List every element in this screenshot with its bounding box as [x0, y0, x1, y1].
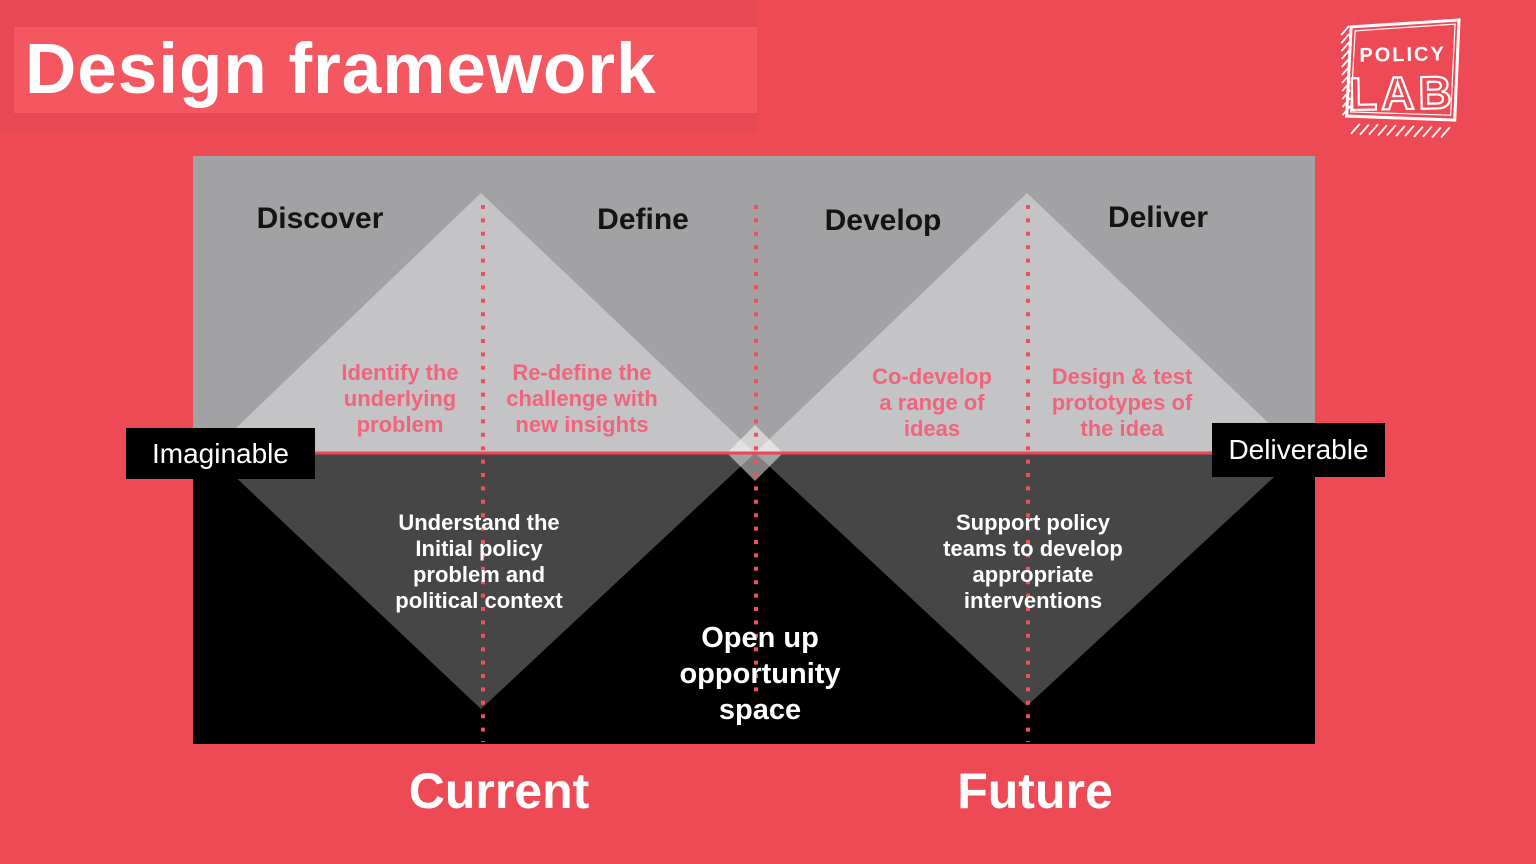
- discover-define-top-diamond-half: [210, 193, 755, 453]
- logo-bottom-hatching: [1350, 123, 1451, 139]
- imaginable-deliverable-midline: [193, 451, 1315, 455]
- double-diamond-diagram: [193, 156, 1315, 744]
- policy-lab-logo: POLICY LAB: [1340, 18, 1461, 139]
- timeline-label-current: Current: [408, 763, 590, 819]
- discover-focus-text: Identify the underlying problem: [341, 360, 459, 437]
- develop-focus-text: Co-develop a range of ideas: [872, 364, 992, 441]
- logo-box-outline: [1345, 18, 1461, 122]
- timeline-label-future: Future: [957, 763, 1113, 819]
- logo-box-inner-outline: [1349, 23, 1456, 116]
- title-banner: Design framework: [14, 27, 757, 113]
- phase-label-discover: Discover: [256, 202, 384, 235]
- logo-word-lab: LAB: [1349, 66, 1456, 120]
- develop-deliver-top-diamond-half: [755, 193, 1300, 453]
- phase-label-define: Define: [597, 203, 689, 236]
- page-title: Design framework: [25, 30, 657, 109]
- opportunity-note: Open up opportunity space: [679, 622, 841, 726]
- support-note: Support policy teams to develop appropri…: [943, 510, 1123, 613]
- develop-deliver-bottom-diamond-half: [755, 453, 1300, 706]
- header-block: Design framework: [0, 0, 757, 133]
- phase-label-deliver: Deliver: [1107, 201, 1209, 234]
- phase-label-develop: Develop: [824, 204, 942, 237]
- logo-word-policy: POLICY: [1359, 43, 1446, 67]
- understand-note: Understand the Initial policy problem an…: [395, 510, 563, 613]
- deliver-focus-text: Design & test prototypes of the idea: [1051, 364, 1193, 441]
- define-focus-text: Re-define the challenge with new insight…: [506, 360, 658, 437]
- imaginable-tag: Imaginable: [126, 428, 315, 479]
- deliverable-tag: Deliverable: [1212, 423, 1385, 477]
- logo-left-hatching: [1340, 25, 1352, 116]
